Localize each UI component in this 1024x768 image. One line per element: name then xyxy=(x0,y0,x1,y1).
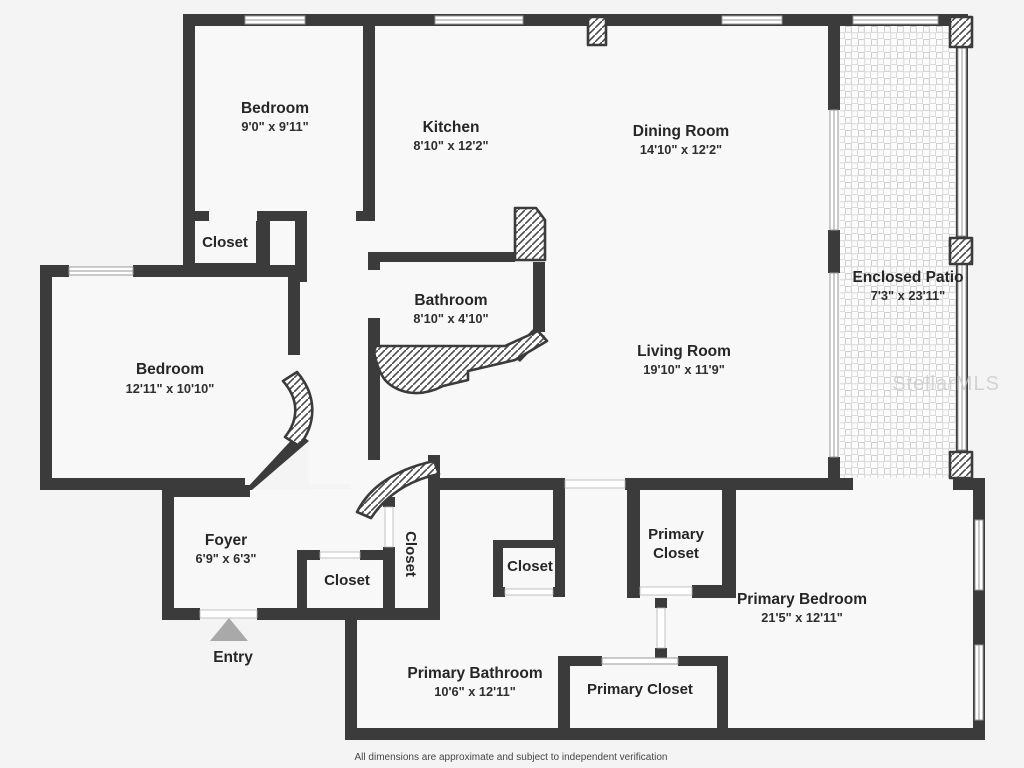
room-label-bathroom: Bathroom 8'10" x 4'10" xyxy=(413,292,488,326)
room-label-kitchen: Kitchen 8'10" x 12'2" xyxy=(413,119,488,153)
room-dims: 7'3" x 23'11" xyxy=(871,288,945,303)
room-name: Foyer xyxy=(205,532,247,549)
patio-tile-floor xyxy=(840,26,956,478)
room-name: Dining Room xyxy=(633,123,729,140)
patio-post-bottom xyxy=(948,450,974,480)
room-labels: Bedroom 9'0" x 9'11" Kitchen 8'10" x 12'… xyxy=(126,100,964,699)
stellar-mls-watermark: StellarMLS xyxy=(892,373,1000,395)
room-name: Enclosed Patio xyxy=(852,269,963,286)
room-dims: 14'10" x 12'2" xyxy=(640,142,722,157)
room-label-enclosed-patio: Enclosed Patio 7'3" x 23'11" xyxy=(852,269,963,303)
room-name: Living Room xyxy=(637,343,731,360)
room-label-living-room: Living Room 19'10" x 11'9" xyxy=(637,343,731,377)
room-dims: 19'10" x 11'9" xyxy=(643,362,725,377)
room-dims: 10'6" x 12'11" xyxy=(434,684,516,699)
bathroom-curved-wall xyxy=(372,329,549,395)
hall-door-arc xyxy=(355,459,441,520)
room-label-closet-foyer: Closet xyxy=(324,572,370,589)
patio-post-middle xyxy=(948,236,974,266)
room-label-bedroom-left: Bedroom 12'11" x 10'10" xyxy=(126,361,215,396)
room-label-primary-bedroom: Primary Bedroom 21'5" x 12'11" xyxy=(737,591,867,625)
room-label-primary-closet-top: Primary Closet xyxy=(648,526,705,562)
room-label-line1: Primary xyxy=(648,526,705,543)
room-dims: 9'0" x 9'11" xyxy=(241,119,308,134)
room-label-primary-bathroom: Primary Bathroom 10'6" x 12'11" xyxy=(407,665,542,699)
room-label-closet-hall: Closet xyxy=(402,531,419,577)
room-name: Bedroom xyxy=(241,100,309,117)
entry-arrow-icon xyxy=(210,618,248,641)
room-label-dining-room: Dining Room 14'10" x 12'2" xyxy=(633,123,729,157)
room-label-primary-closet-bottom: Primary Closet xyxy=(587,681,693,698)
dining-column xyxy=(586,15,608,47)
disclaimer-text: All dimensions are approximate and subje… xyxy=(355,752,668,763)
room-dims: 6'9" x 6'3" xyxy=(196,551,257,566)
room-name: Primary Bedroom xyxy=(737,591,867,608)
walls xyxy=(40,14,985,740)
room-dims: 12'11" x 10'10" xyxy=(126,381,215,396)
door-openings xyxy=(199,270,693,649)
room-name: Kitchen xyxy=(423,119,480,136)
room-dims: 8'10" x 4'10" xyxy=(413,311,488,326)
hatched-details xyxy=(281,15,974,520)
room-dims: 21'5" x 12'11" xyxy=(761,610,843,625)
room-label-closet-mid: Closet xyxy=(507,558,553,575)
patio-post-top xyxy=(948,15,974,49)
room-name: Bathroom xyxy=(414,292,487,309)
room-label-bedroom-top: Bedroom 9'0" x 9'11" xyxy=(241,100,309,134)
room-dims: 8'10" x 12'2" xyxy=(413,138,488,153)
room-label-foyer: Foyer 6'9" x 6'3" xyxy=(196,532,257,566)
bedroom-left-door-arc xyxy=(281,370,314,448)
kitchen-corner-column xyxy=(513,206,547,262)
room-name: Bedroom xyxy=(136,361,204,378)
entry-label: Entry xyxy=(213,649,253,666)
windows xyxy=(68,15,984,721)
room-label-closet-top: Closet xyxy=(202,234,248,251)
room-label-line2: Closet xyxy=(653,545,699,562)
room-name: Primary Bathroom xyxy=(407,665,542,682)
